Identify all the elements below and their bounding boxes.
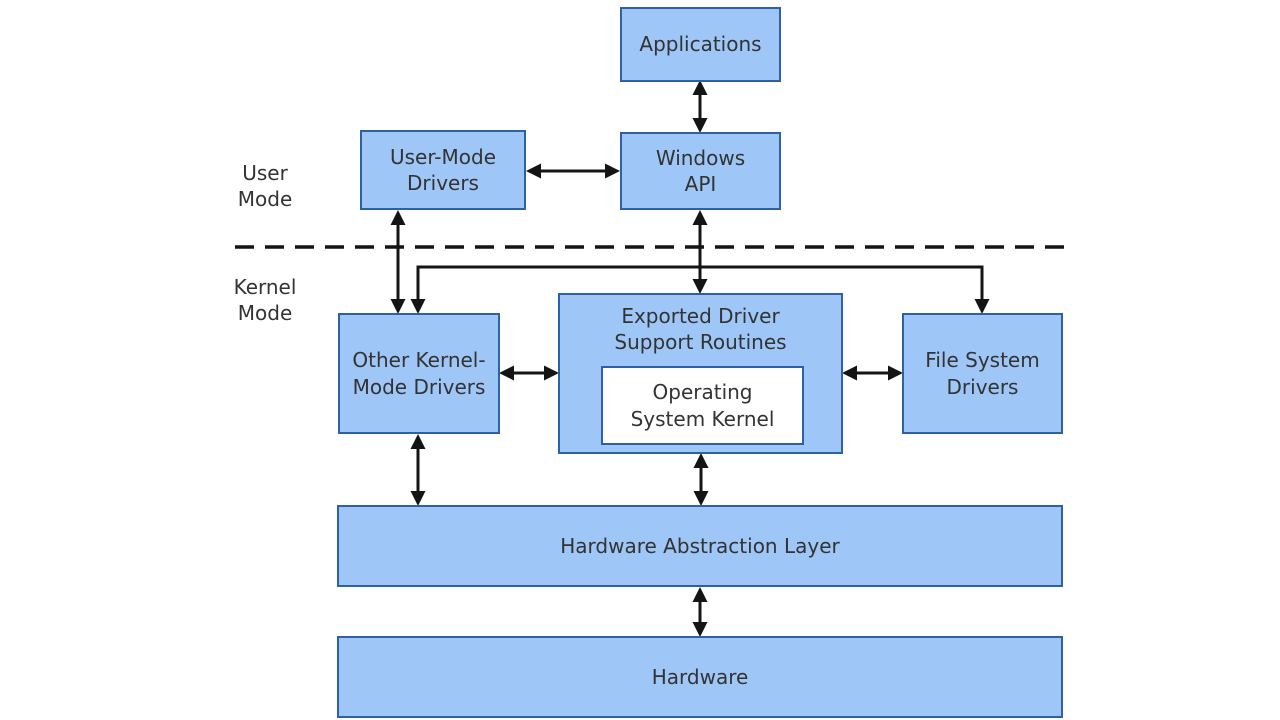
node-exported-routines-label-wrap: Exported Driver Support Routines xyxy=(560,303,841,356)
node-hardware-abstraction-layer: Hardware Abstraction Layer xyxy=(337,505,1063,587)
node-hardware-label: Hardware xyxy=(651,664,749,689)
node-file-system-drivers: File System Drivers xyxy=(902,313,1063,434)
node-other-kernel-mode-drivers: Other Kernel-Mode Drivers xyxy=(338,313,500,434)
kernel-mode-label: Kernel Mode xyxy=(215,274,315,326)
node-applications-label: Applications xyxy=(639,32,762,57)
user-mode-label: User Mode xyxy=(220,160,310,212)
node-hardware-abstraction-layer-label: Hardware Abstraction Layer xyxy=(560,533,840,558)
node-operating-system-kernel-label: Operating System Kernel xyxy=(630,380,775,431)
node-windows-api: Windows API xyxy=(620,132,781,210)
node-file-system-drivers-label: File System Drivers xyxy=(925,348,1040,399)
node-user-mode-drivers-label: User-Mode Drivers xyxy=(389,144,496,195)
node-hardware: Hardware xyxy=(337,636,1063,718)
kernel-mode-label-text: Kernel Mode xyxy=(233,275,297,325)
user-mode-label-text: User Mode xyxy=(237,161,293,211)
node-applications: Applications xyxy=(620,7,781,82)
node-other-kernel-mode-drivers-label: Other Kernel-Mode Drivers xyxy=(352,348,486,399)
node-windows-api-label: Windows API xyxy=(655,145,746,196)
node-exported-routines-label: Exported Driver Support Routines xyxy=(614,304,787,355)
node-operating-system-kernel: Operating System Kernel xyxy=(601,366,804,445)
node-user-mode-drivers: User-Mode Drivers xyxy=(360,130,526,210)
node-exported-driver-support-routines: Exported Driver Support Routines Operati… xyxy=(558,293,843,454)
